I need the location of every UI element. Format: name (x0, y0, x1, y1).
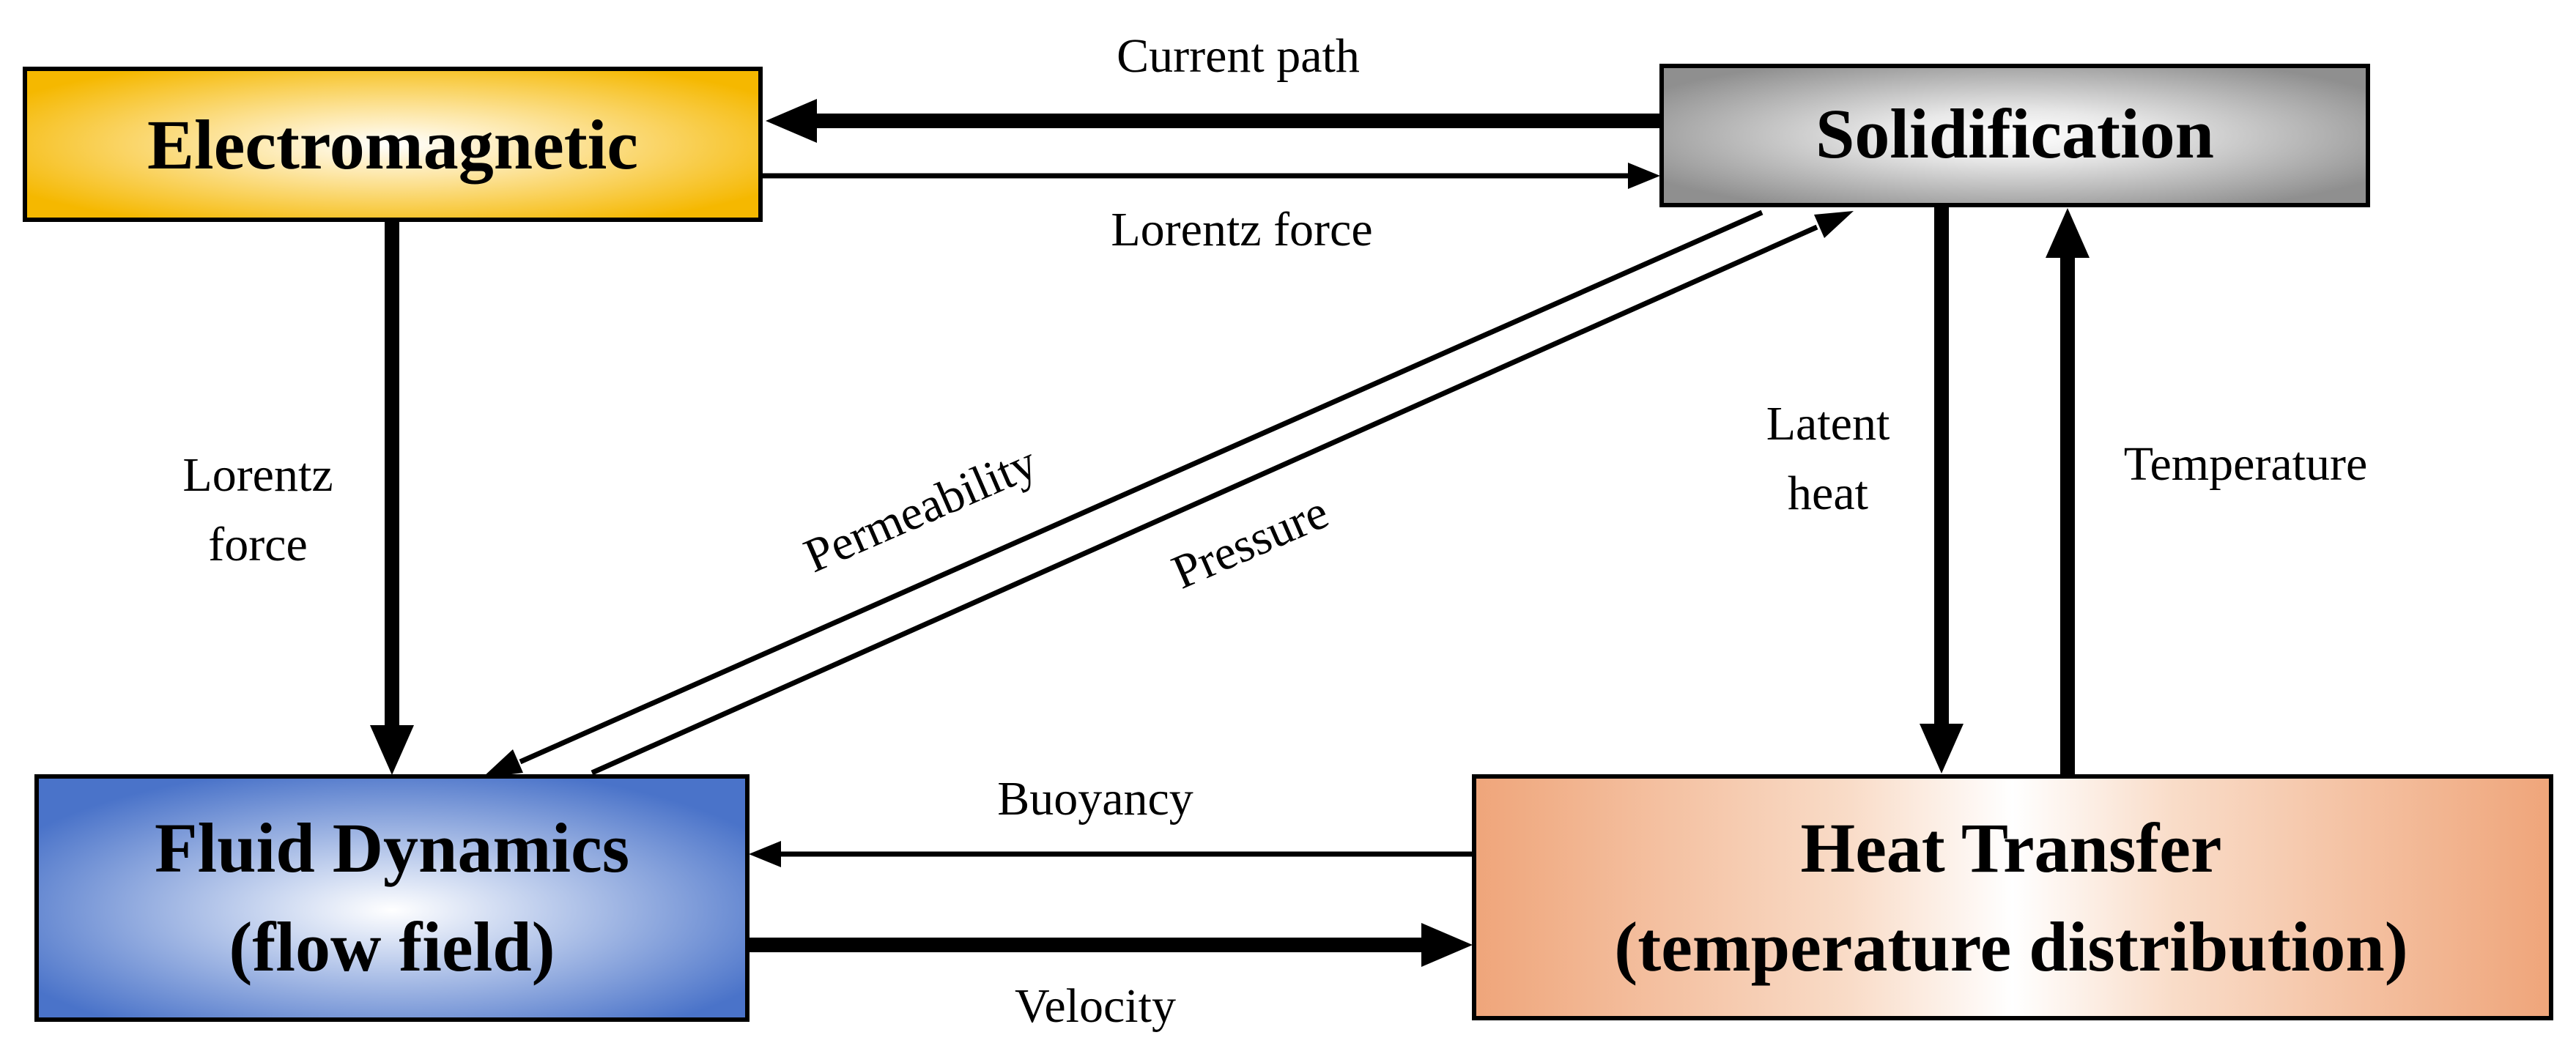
edge-lorentz-force-top (762, 163, 1660, 189)
edge-label-lorentz-force-left-line1: Lorentz (182, 448, 333, 502)
node-heat-transfer-line2: (temperature distribution) (1614, 908, 2407, 986)
edge-velocity (749, 923, 1473, 967)
node-electromagnetic: Electromagnetic (23, 67, 763, 222)
edge-temperature (2046, 208, 2090, 775)
edge-label-lorentz-force-left-line2: force (208, 518, 308, 571)
edge-buoyancy (749, 841, 1474, 867)
edge-label-current-path: Current path (1117, 29, 1360, 83)
edge-label-lorentz-force-top: Lorentz force (1111, 203, 1372, 256)
node-fluid-dynamics: Fluid Dynamics (flow field) (34, 774, 750, 1022)
edge-label-temperature: Temperature (2124, 437, 2368, 491)
edge-permeability (482, 209, 1763, 778)
edge-label-buoyancy: Buoyancy (997, 772, 1193, 826)
node-solidification: Solidification (1659, 64, 2370, 207)
node-heat-transfer-line1: Heat Transfer (1801, 809, 2222, 887)
edge-label-permeability: Permeability (796, 436, 1044, 583)
edge-lorentz-force-left (370, 221, 414, 775)
edge-label-latent-heat-line1: Latent (1766, 397, 1890, 450)
node-solidification-label: Solidification (1816, 94, 2214, 173)
edge-latent-heat (1920, 207, 1964, 774)
edge-current-path (766, 99, 1662, 143)
edge-label-pressure: Pressure (1164, 485, 1336, 599)
edge-pressure (591, 211, 1854, 776)
edge-label-latent-heat-line2: heat (1788, 467, 1868, 520)
edge-label-velocity: Velocity (1015, 979, 1176, 1033)
node-fluid-dynamics-line1: Fluid Dynamics (155, 809, 629, 887)
node-fluid-dynamics-line2: (flow field) (229, 908, 555, 986)
node-heat-transfer: Heat Transfer (temperature distribution) (1472, 774, 2553, 1020)
node-electromagnetic-label: Electromagnetic (147, 105, 638, 184)
